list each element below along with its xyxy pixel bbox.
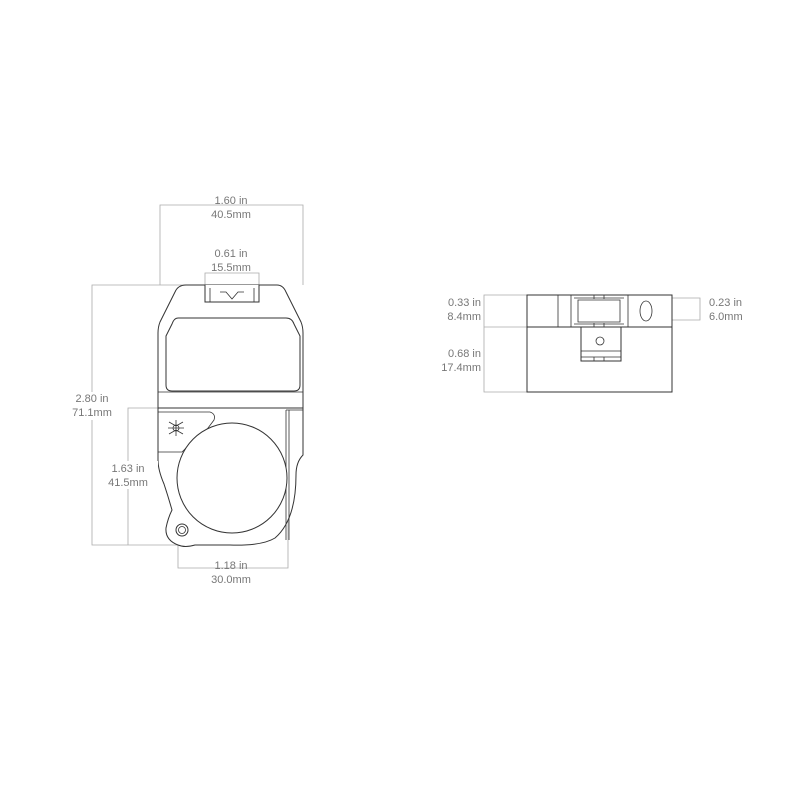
side-dimension-labels: 0.33 in 8.4mm 0.68 in 17.4mm 0.23 in 6.0… [441, 297, 742, 374]
screw-hole [175, 523, 189, 537]
front-dimension-labels: 1.60 in 40.5mm 0.61 in 15.5mm 2.80 in 71… [60, 195, 251, 586]
inner-height-in: 0.23 in [709, 297, 742, 309]
clamp-width-in: 1.18 in [214, 560, 247, 572]
clamp-height-in: 1.63 in [111, 463, 144, 475]
clamp-bore [176, 422, 288, 534]
bottom-height-mm: 17.4mm [441, 362, 481, 374]
overall-width-mm: 40.5mm [211, 209, 251, 221]
clamp-height-mm: 41.5mm [108, 477, 148, 489]
front-view-part [157, 284, 304, 547]
bottom-height-in: 0.68 in [448, 348, 481, 360]
top-height-in: 0.33 in [448, 297, 481, 309]
tab-width-in: 0.61 in [214, 248, 247, 260]
overall-height-mm: 71.1mm [72, 407, 112, 419]
inner-height-mm: 6.0mm [709, 311, 743, 323]
side-view-part [526, 294, 673, 393]
overall-height-in: 2.80 in [75, 393, 108, 405]
tab-width-mm: 15.5mm [211, 262, 251, 274]
logo-icon [168, 420, 184, 436]
overall-width-in: 1.60 in [214, 195, 247, 207]
clamp-width-mm: 30.0mm [211, 574, 251, 586]
top-height-mm: 8.4mm [447, 311, 481, 323]
